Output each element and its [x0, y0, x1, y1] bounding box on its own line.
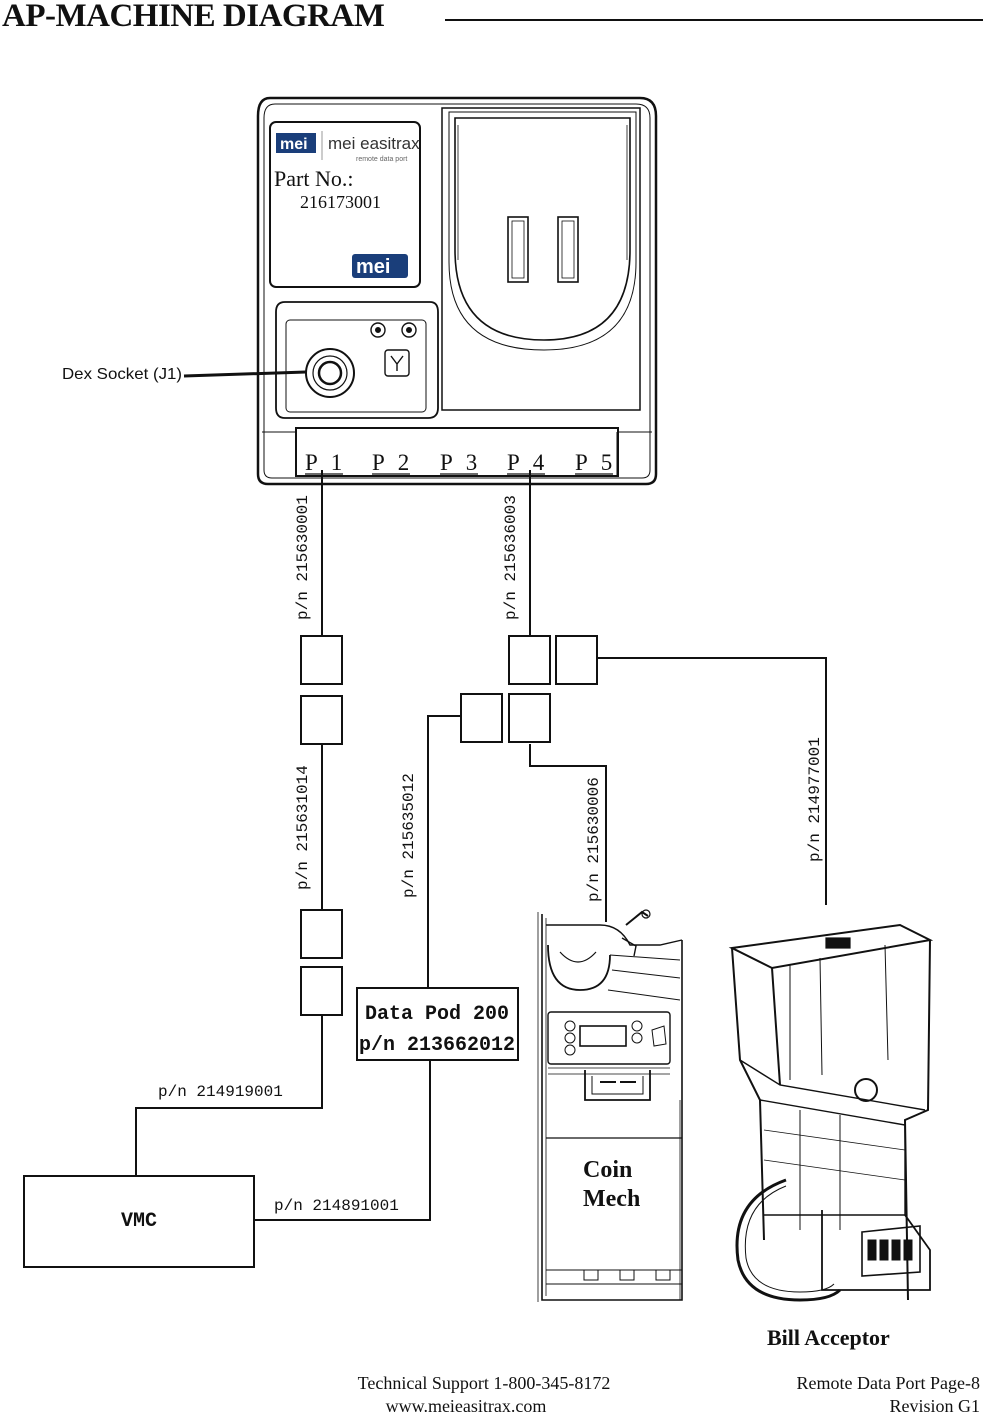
cable-label-vmc-top: p/n 214919001 — [158, 1083, 283, 1101]
wire-vmc-top — [135, 1015, 323, 1176]
bill-acceptor-label: Bill Acceptor — [767, 1325, 890, 1350]
cable-label-p1: p/n 215630001 — [294, 495, 312, 620]
coin-mech-label-line2: Mech — [583, 1186, 640, 1212]
mei-small-logo: mei — [352, 254, 408, 278]
svg-text:mei: mei — [356, 256, 390, 278]
data-pod-part: p/n 213662012 — [359, 1034, 515, 1057]
port-labels: P 1 P 2 P 3 P 4 P 5 — [305, 450, 616, 475]
connector-p4-a — [508, 635, 551, 685]
easitrax-wordmark: mei easitrax — [328, 134, 420, 153]
wire-vmc-datapod — [254, 1060, 431, 1221]
port-label: P 3 — [440, 450, 481, 475]
connector-coinmech — [508, 693, 551, 743]
wire-coinmech — [529, 744, 607, 922]
mei-easitrax-logo: mei mei easitrax remote data port — [276, 131, 420, 163]
footer-revision: Revision G1 — [889, 1396, 980, 1416]
cable-label-p4: p/n 215636003 — [502, 495, 520, 620]
cable-label-vmc-pigtail: p/n 215631014 — [294, 765, 312, 890]
port-label: P 1 — [305, 450, 346, 475]
connector-vmc-a — [300, 909, 343, 959]
wire-bill — [598, 657, 827, 905]
remote-data-port-tagline: remote data port — [356, 156, 407, 163]
port-label: P 2 — [372, 450, 413, 475]
title-rule — [445, 19, 983, 21]
port-label: P 5 — [575, 450, 616, 475]
cable-label-datapod: p/n 215635012 — [400, 773, 418, 898]
vmc-label: VMC — [121, 1210, 157, 1233]
wire-datapod — [427, 715, 460, 988]
remote-data-port — [256, 96, 658, 486]
svg-text:mei: mei — [280, 136, 308, 153]
connector-p1-socket — [300, 695, 343, 745]
data-pod-box — [356, 987, 519, 1061]
coin-mech-illustration — [537, 909, 683, 1302]
cable-label-vmc-datapod: p/n 214891001 — [274, 1197, 399, 1215]
footer-website: www.meieasitrax.com — [385, 1396, 547, 1416]
coin-mech-label-line1: Coin — [583, 1157, 632, 1183]
connector-vmc-b — [300, 966, 343, 1016]
connectors — [300, 635, 598, 1016]
cable-label-bill: p/n 214977001 — [806, 737, 824, 862]
part-no-value: 216173001 — [300, 192, 381, 212]
footer-page-ref: Remote Data Port Page-8 — [796, 1373, 980, 1393]
connector-p4-b — [555, 635, 598, 685]
mei-logo-mark — [276, 133, 316, 153]
dex-socket-label: Dex Socket (J1) — [62, 366, 182, 383]
connector-p1-plug — [300, 635, 343, 685]
port-label: P 4 — [507, 450, 548, 475]
connector-datapod — [460, 693, 503, 743]
dex-socket-leader — [183, 370, 307, 378]
page-title: AP-MACHINE DIAGRAM — [2, 0, 385, 34]
vmc-box — [23, 1175, 255, 1268]
wiring — [135, 470, 827, 1221]
footer-support: Technical Support 1-800-345-8172 — [357, 1373, 611, 1393]
data-pod-title: Data Pod 200 — [365, 1003, 509, 1026]
bill-acceptor-illustration — [728, 923, 934, 1302]
cable-label-coinmech: p/n 215630006 — [585, 777, 603, 902]
part-no-label: Part No.: — [274, 166, 353, 191]
